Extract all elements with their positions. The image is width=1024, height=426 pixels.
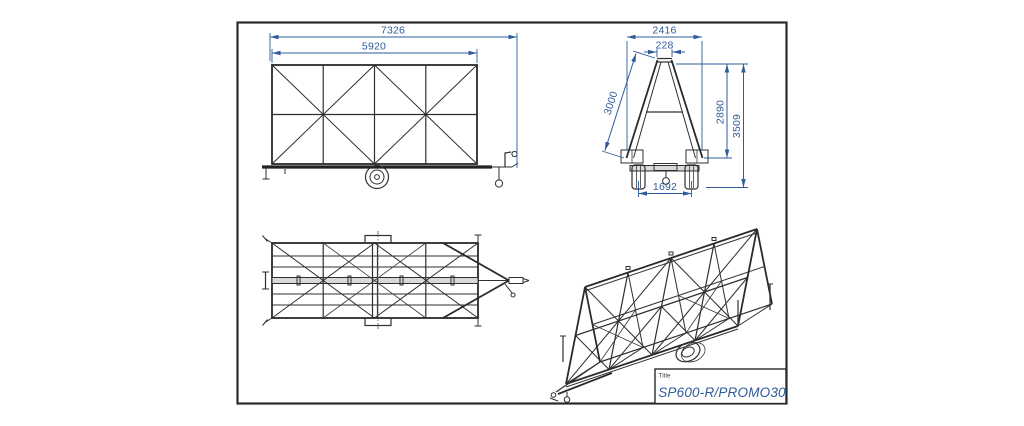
dim-apex-width: 228 (655, 40, 673, 52)
dim-overall-width: 2416 (652, 25, 676, 37)
dim-frame-height: 2890 (715, 100, 727, 124)
dim-wheel-track: 1692 (653, 181, 677, 193)
dim-overall-height: 3509 (731, 114, 743, 138)
dim-overall-length: 7326 (381, 25, 405, 37)
side-wheel (364, 164, 390, 190)
dim-panel-length: 5920 (362, 41, 386, 53)
iso-wheel (675, 341, 706, 363)
plan-view (262, 231, 530, 330)
jockey-wheel (494, 179, 504, 188)
title-block: Title SP600-R/PROMO30 (654, 368, 787, 405)
title-label: Title (659, 373, 671, 380)
front-view: 2416 228 3000 2890 3509 1692 (602, 25, 748, 197)
isometric-view (549, 228, 773, 403)
iso-jockey-wheel (563, 396, 571, 403)
drawing-title: SP600-R/PROMO30 (658, 385, 786, 400)
side-view: 7326 5920 (262, 25, 519, 190)
sheet-border (236, 21, 788, 405)
